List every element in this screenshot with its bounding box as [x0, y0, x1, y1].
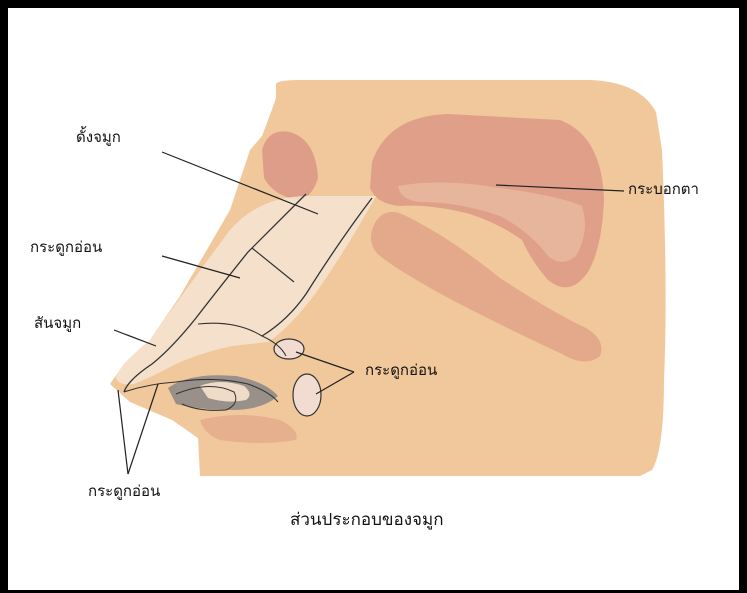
label-cartilage-right: กระดูกอ่อน — [365, 363, 437, 378]
cartilage-piece-large — [293, 374, 321, 416]
label-cartilage-bottom: กระดูกอ่อน — [88, 484, 160, 499]
leader-cartilage-bottom-a — [118, 390, 128, 474]
cartilage-piece-small — [274, 339, 304, 359]
label-cartilage-upper: กระดูกอ่อน — [30, 240, 102, 255]
label-dorsum: สันจมูก — [34, 316, 81, 331]
leader-dorsum — [114, 330, 156, 346]
label-orbit: กระบอกตา — [628, 182, 699, 197]
label-bridge: ดั้งจมูก — [76, 130, 121, 145]
diagram-caption: ส่วนประกอบของจมูก — [290, 512, 443, 529]
